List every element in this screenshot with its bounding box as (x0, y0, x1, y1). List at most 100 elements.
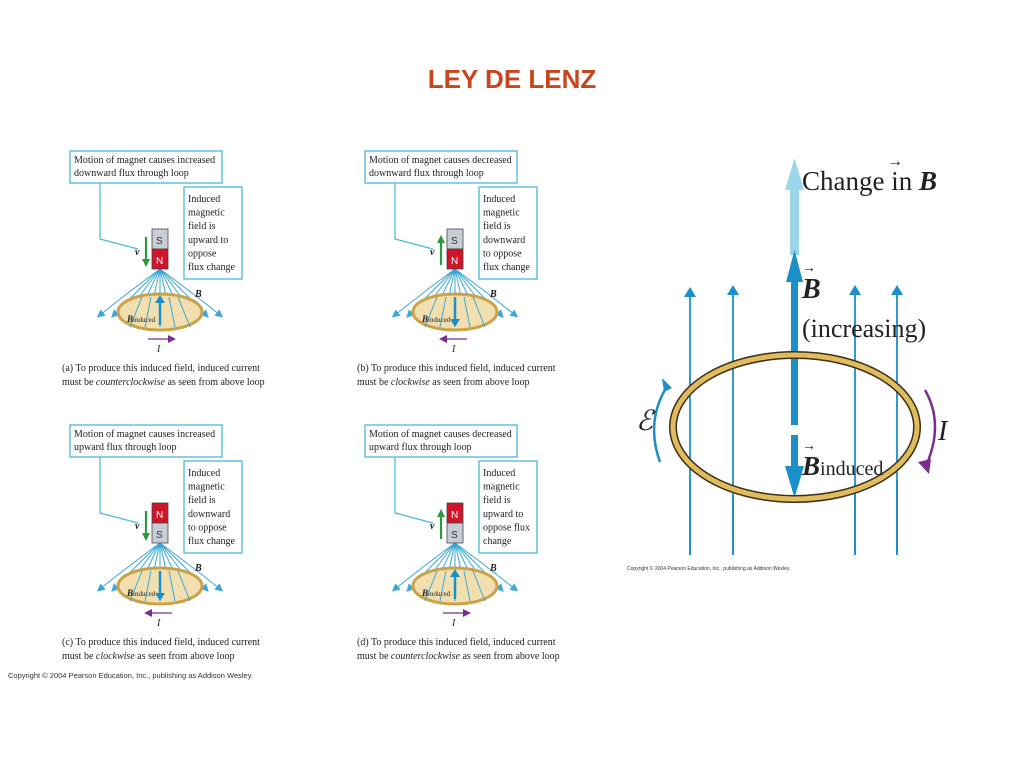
b-field-label: B (489, 289, 497, 300)
caption-line-2: must be clockwise as seen from above loo… (357, 377, 529, 388)
right-diagram: Change in B → B → (increasing) Binduced … (627, 153, 949, 572)
motion-callout-text: downward flux through loop (74, 168, 189, 179)
b-arrow-head (786, 250, 803, 282)
change-in-b-label: Change in B (802, 166, 937, 196)
change-arrow-head (785, 158, 804, 190)
motion-callout-text: downward flux through loop (369, 168, 484, 179)
magnet-top-label: S (451, 236, 458, 247)
magnet-bottom (446, 248, 464, 270)
field-callout-box (183, 460, 243, 554)
field-callout-text: oppose (188, 248, 217, 259)
motion-callout-box (364, 150, 518, 184)
b-induced-label: Binduced (421, 314, 451, 324)
field-callout-text: magnetic (483, 208, 520, 219)
svg-text:→: → (802, 261, 816, 276)
magnet-bottom-label: S (451, 530, 458, 541)
field-callout-box (478, 186, 538, 280)
field-callout-text: downward (188, 509, 230, 520)
magnet-bottom (151, 248, 169, 270)
magnet-bottom (151, 522, 169, 544)
caption-line-1: (b) To produce this induced field, induc… (357, 363, 556, 374)
field-callout-box (183, 186, 243, 280)
magnet-top-label: S (156, 236, 163, 247)
caption-line-2: must be counterclockwise as seen from ab… (62, 377, 265, 388)
current-label: I (156, 344, 161, 355)
panel-3: Motion of magnet causes decreased upward … (357, 424, 560, 662)
field-callout-text: magnetic (188, 208, 225, 219)
copyright-right: Copyright © 2004 Pearson Education, Inc.… (627, 565, 790, 572)
b-field-label: B (489, 563, 497, 574)
field-callout-text: field is (188, 221, 216, 232)
b-induced-label: Binduced (126, 314, 156, 324)
magnet-bottom-label: N (451, 256, 458, 267)
magnet-top-label: N (156, 510, 163, 521)
field-callout-text: magnetic (483, 482, 520, 493)
increasing-label: (increasing) (802, 314, 926, 343)
velocity-label: v (135, 247, 140, 258)
field-callout-text: Induced (483, 468, 515, 479)
current-arrow (923, 389, 937, 469)
field-callout-text: downward (483, 235, 525, 246)
field-callout-text: upward to (188, 235, 228, 246)
b-field-label: B (194, 289, 202, 300)
emf-label: ℰ (636, 406, 656, 437)
motion-callout-text: upward flux through loop (369, 442, 472, 453)
field-callout-text: change (483, 536, 512, 547)
field-callout-text: Induced (483, 194, 515, 205)
caption-line-1: (a) To produce this induced field, induc… (62, 363, 260, 374)
caption-line-2: must be clockwise as seen from above loo… (62, 651, 234, 662)
field-callout-text: field is (188, 495, 216, 506)
motion-callout-box (69, 424, 223, 458)
motion-callout-box (69, 150, 223, 184)
field-callout-text: field is (483, 495, 511, 506)
motion-callout-text: Motion of magnet causes decreased (369, 429, 512, 440)
motion-callout-text: Motion of magnet causes increased (74, 155, 215, 166)
field-callout-text: to oppose (483, 248, 522, 259)
b-induced-shaft (791, 435, 798, 470)
b-arrow-shaft (791, 275, 798, 425)
emf-arrow (652, 384, 670, 463)
panel-0: Motion of magnet causes increased downwar… (62, 150, 265, 388)
b-induced-label: Binduced (126, 588, 156, 598)
loop-ring (670, 352, 920, 502)
b-field-label: B (194, 563, 202, 574)
change-arrow-shaft (790, 185, 799, 255)
field-callout-text: flux change (188, 536, 235, 547)
velocity-label: v (430, 247, 435, 258)
b-label: B (801, 274, 821, 305)
field-callout-text: Induced (188, 468, 220, 479)
current-label: I (937, 416, 949, 447)
field-callout-text: flux change (188, 262, 235, 273)
b-induced-label: Binduced (801, 451, 883, 481)
caption-line-1: (c) To produce this induced field, induc… (62, 637, 260, 648)
caption-line-1: (d) To produce this induced field, induc… (357, 637, 556, 648)
panel-2: Motion of magnet causes increased upward … (62, 424, 260, 662)
svg-text:→: → (802, 439, 816, 454)
b-induced-label: Binduced (421, 588, 451, 598)
field-callout-text: upward to (483, 509, 523, 520)
magnet-bottom-label: S (156, 530, 163, 541)
panel-1: Motion of magnet causes decreased downwar… (357, 150, 556, 388)
field-callout-box (478, 460, 538, 554)
current-label: I (156, 618, 161, 629)
b-induced-head (785, 466, 804, 498)
field-callout-text: field is (483, 221, 511, 232)
magnet-top-label: N (451, 510, 458, 521)
velocity-label: v (430, 521, 435, 532)
field-callout-text: to oppose (188, 522, 227, 533)
motion-callout-text: upward flux through loop (74, 442, 177, 453)
field-callout-text: flux change (483, 262, 530, 273)
current-label: I (451, 344, 456, 355)
page-title: LEY DE LENZ (427, 64, 597, 94)
field-callout-text: oppose flux (483, 522, 530, 533)
motion-callout-box (364, 424, 518, 458)
current-label: I (451, 618, 456, 629)
caption-line-2: must be counterclockwise as seen from ab… (357, 651, 560, 662)
velocity-label: v (135, 521, 140, 532)
motion-callout-text: Motion of magnet causes increased (74, 429, 215, 440)
vector-arrow-mark: → (887, 153, 903, 170)
motion-callout-text: Motion of magnet causes decreased (369, 155, 512, 166)
field-callout-text: Induced (188, 194, 220, 205)
field-callout-text: magnetic (188, 482, 225, 493)
